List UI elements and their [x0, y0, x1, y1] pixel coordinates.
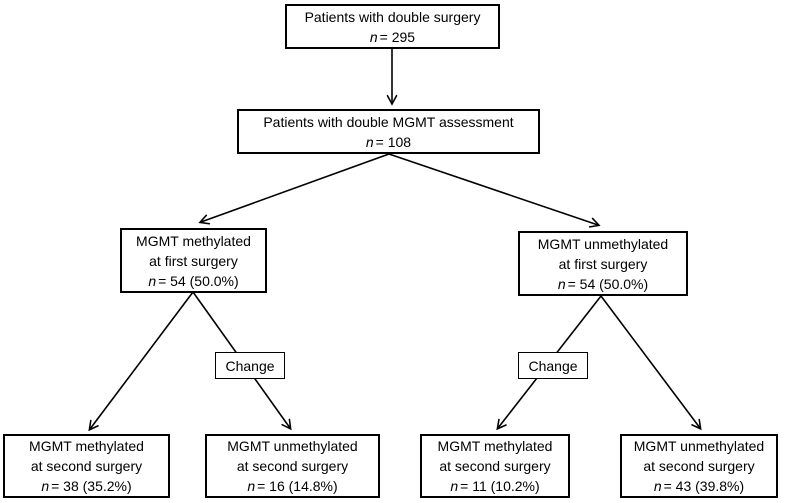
node-count: n= 54 (50.0%) — [148, 272, 239, 289]
node-count: n= 38 (35.2%) — [41, 478, 132, 494]
node-count: n= 108 — [365, 133, 412, 150]
node-methylated-first-surgery: MGMT methylated at first surgery n= 54 (… — [120, 228, 267, 293]
node-label: MGMT methylated — [437, 438, 553, 454]
node-label: at second surgery — [643, 458, 755, 474]
node-label: at first surgery — [149, 252, 238, 269]
node-label: Change — [528, 357, 578, 374]
node-label: Patients with double MGMT assessment — [263, 113, 514, 130]
node-label: Change — [225, 357, 275, 374]
node-label: MGMT methylated — [29, 438, 144, 454]
node-label: at second surgery — [30, 458, 143, 474]
node-count: n= 11 (10.2%) — [450, 478, 540, 494]
node-double-mgmt-assessment: Patients with double MGMT assessment n= … — [237, 109, 540, 154]
node-change-right: Change — [518, 352, 588, 379]
node-label: Patients with double surgery — [304, 8, 481, 25]
node-patients-double-surgery: Patients with double surgery n= 295 — [285, 4, 500, 49]
node-count: n= 295 — [369, 28, 416, 45]
node-count: n= 16 (14.8%) — [247, 478, 338, 494]
node-label: at first surgery — [558, 255, 648, 272]
node-label: MGMT unmethylated — [633, 438, 765, 454]
node-count: n= 54 (50.0%) — [557, 275, 649, 292]
node-unmethylated-second-surgery-left: MGMT unmethylated at second surgery n= 1… — [205, 434, 380, 498]
node-label: at second surgery — [439, 458, 551, 474]
node-methylated-second-surgery-left: MGMT methylated at second surgery n= 38 … — [3, 434, 170, 498]
node-change-left: Change — [215, 352, 285, 379]
node-label: MGMT methylated — [136, 232, 251, 249]
node-unmethylated-first-surgery: MGMT unmethylated at first surgery n= 54… — [518, 231, 688, 296]
node-label: MGMT unmethylated — [537, 235, 669, 252]
node-label: at second surgery — [236, 458, 349, 474]
node-unmethylated-second-surgery-right: MGMT unmethylated at second surgery n= 4… — [620, 434, 778, 498]
node-count: n= 43 (39.8%) — [653, 478, 745, 494]
node-label: MGMT unmethylated — [227, 438, 358, 454]
node-methylated-second-surgery-right: MGMT methylated at second surgery n= 11 … — [420, 434, 570, 498]
